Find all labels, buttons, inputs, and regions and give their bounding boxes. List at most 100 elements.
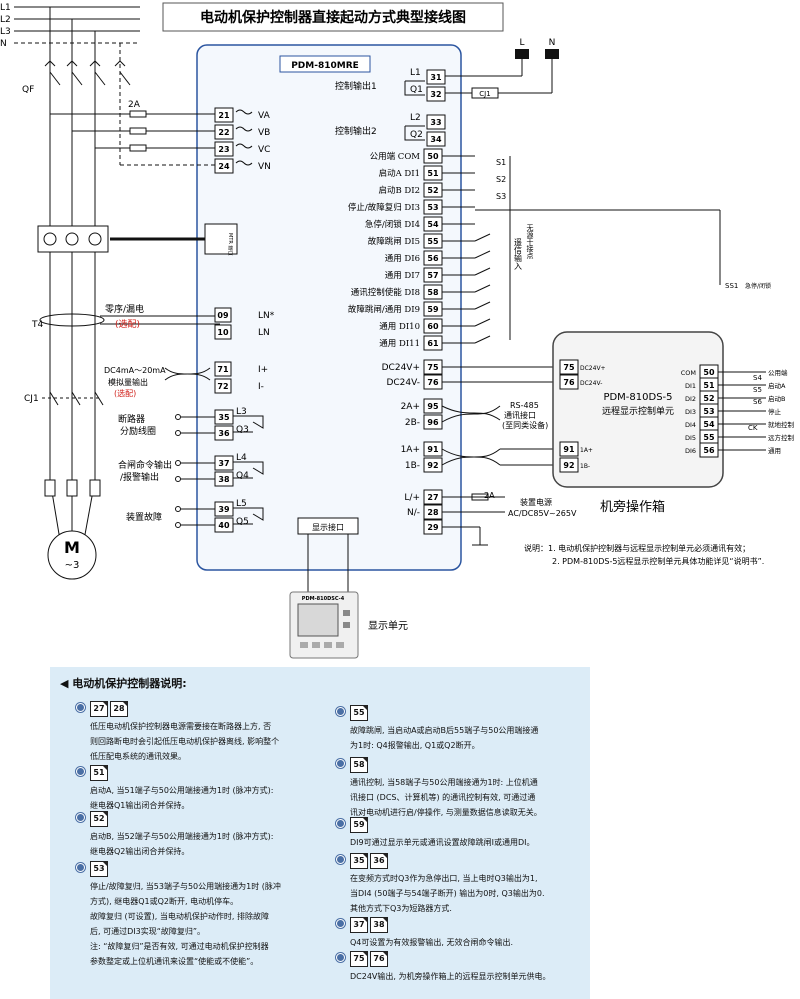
wiring-diagram: 电动机保护控制器直接起动方式典型接线图 PDM-810MRE L1 L2 L3 … xyxy=(0,2,795,659)
remote-left-91-num: 91 xyxy=(563,445,575,454)
relay-contact-icon xyxy=(233,461,264,479)
ctrl-Q2-l: L2 xyxy=(410,113,421,123)
terminal-39-num: 39 xyxy=(218,505,230,514)
bullet-icon xyxy=(76,767,85,776)
note-text: 在变频方式时Q3作为急停出口, 当上电时Q3输出为1, 当DI4 (50端子与5… xyxy=(350,874,545,913)
display-port-box xyxy=(297,517,359,535)
terminal-tag: 58 xyxy=(350,757,368,773)
terminal-36-num: 36 xyxy=(218,429,230,438)
terminal-37-num: 37 xyxy=(218,459,229,468)
analog-output-group: DC4mA～20mA 模拟量输出 (选配) 71 72 I+ I- xyxy=(104,361,268,398)
ctrl-contact-icon xyxy=(404,80,425,96)
terminal-23-num: 23 xyxy=(218,145,229,154)
motor-sub: ~3 xyxy=(65,560,80,571)
terminal-31-num: 31 xyxy=(430,73,442,82)
ctrl-Q1-label: Q1 xyxy=(410,85,423,95)
remote-right-51-desc: 启动A xyxy=(768,381,786,390)
remote-right-50-desc: 公用端 xyxy=(768,368,788,377)
terminal-dot xyxy=(175,460,181,466)
bullet-icon xyxy=(76,703,85,712)
terminal-34-box xyxy=(426,131,446,147)
svg-text:72: 72 xyxy=(217,382,228,391)
terminal-tag: 38 xyxy=(370,917,388,933)
display-unit-icon xyxy=(289,591,359,659)
terminal-tag: 59 xyxy=(350,817,368,833)
terminal-23-box xyxy=(214,141,234,157)
svg-text:RS-485: RS-485 xyxy=(510,401,539,410)
display-unit-model: PDM-810DSC-4 xyxy=(302,596,345,602)
relay-contact-icon xyxy=(233,507,264,525)
comm-91-label: 1A+ xyxy=(401,445,420,455)
svg-text:L2: L2 xyxy=(0,15,11,25)
relay-Q4-label: Q4 xyxy=(236,471,249,481)
power-terminals: 27L/+28N/-29 xyxy=(404,489,505,546)
svg-text:2A: 2A xyxy=(484,491,495,500)
remote-right-51-label: DI1 xyxy=(685,382,696,390)
di-52-label: 启动B DI2 xyxy=(378,185,420,196)
comm-95-label: 2A+ xyxy=(401,402,420,412)
bullet-icon xyxy=(336,919,345,928)
rs485-group: RS-485 通讯接口 (至同类设备) xyxy=(502,401,548,430)
relay-Q5-label: Q5 xyxy=(236,517,249,527)
note-text: 启动B, 当52端子与50公用端接通为1时 (脉冲方式): 继电器Q2输出闭合并… xyxy=(90,832,274,856)
terminal-56-num: 56 xyxy=(427,254,439,263)
bullet-icon xyxy=(336,953,345,962)
remote-right-53-num: 53 xyxy=(703,407,714,416)
terminal-22-label: VB xyxy=(258,128,270,138)
svg-text:AC/DC85V~265V: AC/DC85V~265V xyxy=(508,509,577,518)
twisted-pair-icon xyxy=(441,448,501,466)
twisted-pair-icon xyxy=(441,405,501,423)
svg-text:装置电源: 装置电源 xyxy=(520,497,552,507)
mtr-port-label: MTR 端口 xyxy=(227,233,233,257)
remote-right-54-desc: 就地控制 xyxy=(768,420,795,429)
terminal-40-num: 40 xyxy=(218,521,230,530)
relay-Q3-desc2: 分励线圈 xyxy=(120,425,156,437)
remote-desc: 远程显示控制单元 xyxy=(602,405,674,417)
dc24-75-label: DC24V+ xyxy=(382,363,420,373)
terminal-24-label: VN xyxy=(258,162,271,172)
ctrl-Q2-label: Q2 xyxy=(410,130,423,140)
svg-text:S4: S4 xyxy=(753,374,762,382)
note-text: 通讯控制, 当58端子与50公用端接通为1时: 上位机通 讯接口 (DCS、计算… xyxy=(350,778,542,817)
di-53-label: 停止/故障复归 DI3 xyxy=(348,202,420,213)
svg-text:LN: LN xyxy=(258,328,270,338)
comm-92-label: 1B- xyxy=(405,461,420,471)
terminal-21-box xyxy=(214,107,234,123)
fuse-2a-label: 2A xyxy=(128,100,141,110)
bullet-icon xyxy=(336,759,345,768)
motor-label: M xyxy=(64,538,80,557)
terminal-33-box xyxy=(426,114,446,130)
cj1-label: CJ1 xyxy=(24,394,39,404)
relay-Q3-l: L3 xyxy=(236,407,247,417)
terminal-31-box xyxy=(426,69,446,85)
remote-right-50-num: 50 xyxy=(703,368,715,377)
note-text: 启动A, 当51端子与50公用端接通为1时 (脉冲方式): 继电器Q1输出闭合并… xyxy=(90,786,274,810)
relay-Q5-desc: 装置故障 xyxy=(126,511,162,523)
zero-seq-group: 零序/漏电 (选配) 09 10 LN* LN xyxy=(105,303,275,340)
terminal-tag: 75 xyxy=(350,951,368,967)
svg-text:S6: S6 xyxy=(753,398,762,406)
bullet-icon xyxy=(76,813,85,822)
terminal-38-num: 38 xyxy=(218,475,230,484)
terminal-55-num: 55 xyxy=(427,237,439,246)
power-27-label: L/+ xyxy=(404,493,420,503)
relay-Q3-label: Q3 xyxy=(236,425,249,435)
relay-Q4-l: L4 xyxy=(236,453,247,463)
coil-icon xyxy=(235,126,253,132)
svg-text:CJ1: CJ1 xyxy=(479,90,490,98)
svg-text:SS1: SS1 xyxy=(725,282,738,290)
di-60-label: 通用 DI10 xyxy=(379,321,420,332)
model-box xyxy=(279,55,371,73)
power-labels: 2A 装置电源 AC/DC85V~265V xyxy=(484,491,577,518)
terminal-21-num: 21 xyxy=(218,111,230,120)
ctrl-Q1-l: L1 xyxy=(410,68,421,78)
remote-signal-label: 遥信输入 xyxy=(514,237,523,270)
terminal-50-num: 50 xyxy=(427,152,439,161)
